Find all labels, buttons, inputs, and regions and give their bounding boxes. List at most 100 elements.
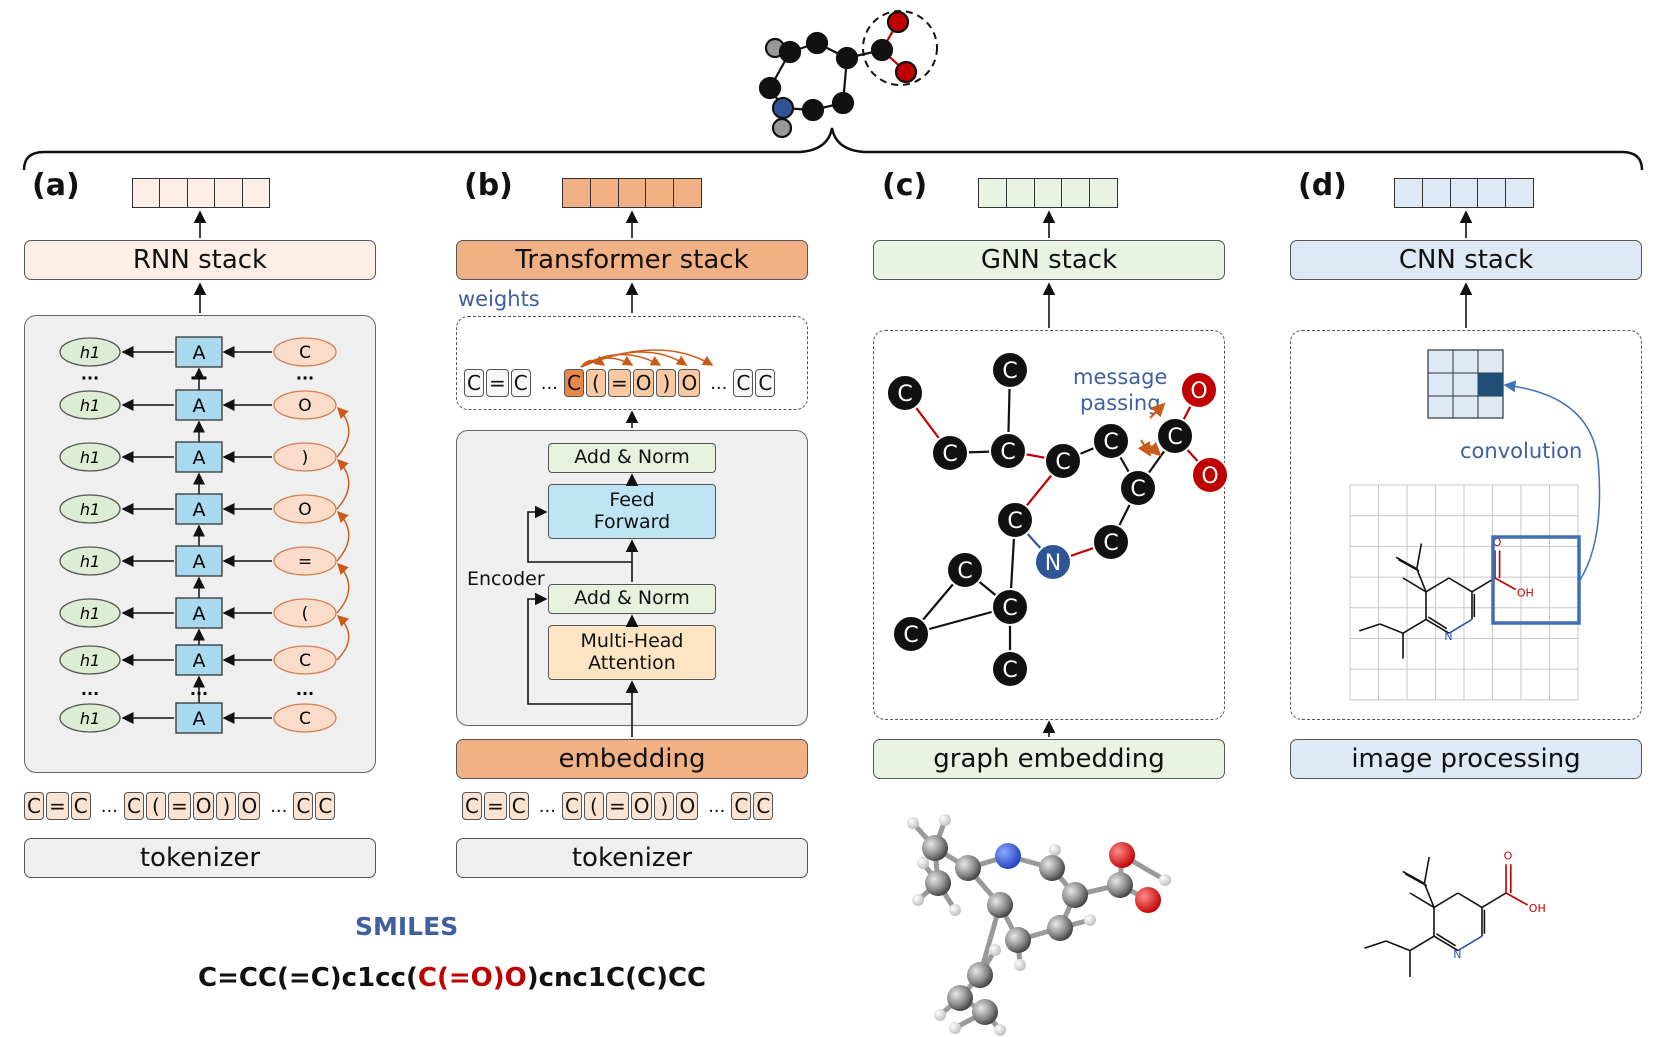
autoregressive-arc [336, 510, 350, 562]
rnn-ellipsis: ... [296, 680, 314, 699]
transformer-output-vector [562, 178, 702, 208]
oxygen-atom-node [1180, 371, 1218, 409]
rnn-input-node [273, 546, 337, 576]
add-norm-top: Add & Norm [548, 443, 716, 473]
3d-atom [1109, 842, 1135, 868]
cnn-stack-box: CNN stack [1290, 240, 1642, 280]
token: C [510, 369, 531, 397]
skeletal-bond [1398, 558, 1420, 572]
token: C [508, 792, 529, 820]
carbon-atom-node [892, 615, 930, 653]
top-molecule [758, 10, 938, 139]
autoregressive-arc [336, 615, 350, 661]
rnn-input-node [273, 442, 337, 472]
3d-atom [1047, 915, 1073, 941]
3d-atom [1039, 855, 1065, 881]
rnn-cell-label: A [193, 499, 206, 521]
rnn-cell [175, 545, 223, 577]
token: C [733, 369, 754, 397]
token: C [755, 369, 776, 397]
token: O [676, 792, 699, 820]
convolution-label: convolution [1460, 439, 1583, 463]
3d-atom [939, 814, 951, 826]
hidden-state-label: h1 [80, 343, 100, 362]
rnn-ellipsis: ... [190, 365, 208, 384]
carbon-atom-node [886, 374, 924, 412]
carbon-atom-label: C [1130, 477, 1145, 502]
skeletal-bond [1409, 935, 1435, 952]
oxygen-atom-label: O [1201, 464, 1218, 489]
skeletal-bond [1395, 556, 1418, 570]
hidden-state-node [59, 390, 121, 420]
message-passing-label-1: message [1073, 365, 1168, 389]
skeletal-bond [1416, 568, 1427, 593]
carbon-atom-label: C [957, 559, 972, 584]
skeletal-bond [1379, 623, 1404, 634]
rnn-cell [175, 493, 223, 525]
carbon-atom-label: C [1002, 359, 1017, 384]
gnn-stack-box: GNN stack [873, 240, 1225, 280]
carbon-atom-label: C [1103, 430, 1118, 455]
skeletal-bond [1427, 616, 1448, 630]
skeletal-bond [1416, 543, 1423, 569]
token: C [731, 792, 752, 820]
rnn-input-node [273, 494, 337, 524]
oxygen-label: O [1504, 849, 1513, 862]
token: C [24, 792, 44, 820]
attention-weights-box [456, 316, 808, 410]
3d-atom [987, 892, 1013, 918]
panel-c-label: (c) [882, 168, 928, 203]
mha-line-2: Attention [588, 651, 676, 674]
token-ellipsis: ... [708, 795, 726, 817]
feed-forward-line-1: Feed [609, 488, 655, 511]
rnn-cell-label: A [193, 342, 206, 364]
skeletal-bond [1471, 577, 1496, 593]
panel-a-tokenizer-box: tokenizer [24, 838, 376, 878]
smiles-part-1: C=CC(=C)c1cc( [198, 963, 418, 993]
token: = [486, 369, 509, 397]
hidden-state-label: h1 [80, 604, 100, 623]
carbon-atom-label: C [942, 442, 957, 467]
hidden-state-node [59, 598, 121, 628]
3d-atom [994, 1024, 1006, 1036]
token: O [678, 369, 701, 397]
token: = [46, 792, 69, 820]
3d-atom [925, 870, 951, 896]
smiles-string: C=CC(=C)c1cc(C(=O)O)cnc1C(C)CC [198, 963, 706, 993]
rnn-ellipsis: ... [81, 680, 99, 699]
hidden-state-node [59, 645, 121, 675]
token: ) [654, 792, 675, 820]
nitrogen-label: N [1444, 630, 1452, 643]
token: = [484, 792, 507, 820]
3d-atom [972, 999, 998, 1025]
token: ) [656, 369, 677, 397]
3d-atom [989, 944, 1001, 956]
token: O [192, 792, 215, 820]
carbon-atom-node [1119, 469, 1157, 507]
panel-a-label: (a) [32, 168, 80, 203]
carbon-atom-node [1092, 422, 1130, 460]
rnn-output-vector [132, 178, 270, 208]
rnn-input-label: = [298, 552, 312, 572]
3d-atom [1107, 872, 1133, 898]
feature-map [1427, 349, 1504, 419]
carbon-atom-node [991, 351, 1029, 389]
skeletal-bond [1364, 940, 1387, 949]
attention-arcs [580, 349, 714, 368]
token: ( [145, 792, 166, 820]
transformer-arrows [527, 210, 714, 737]
token-ellipsis: ... [710, 372, 728, 394]
hidden-state-node [59, 337, 121, 367]
token-ellipsis: ... [270, 795, 288, 817]
token: O [238, 792, 261, 820]
3d-atom [912, 894, 924, 906]
skeletal-bond [1409, 892, 1435, 909]
nitrogen-atom-label: N [1045, 551, 1061, 576]
token: = [167, 792, 191, 820]
autoregressive-arc [336, 406, 350, 458]
skeletal-bond [1385, 940, 1411, 952]
